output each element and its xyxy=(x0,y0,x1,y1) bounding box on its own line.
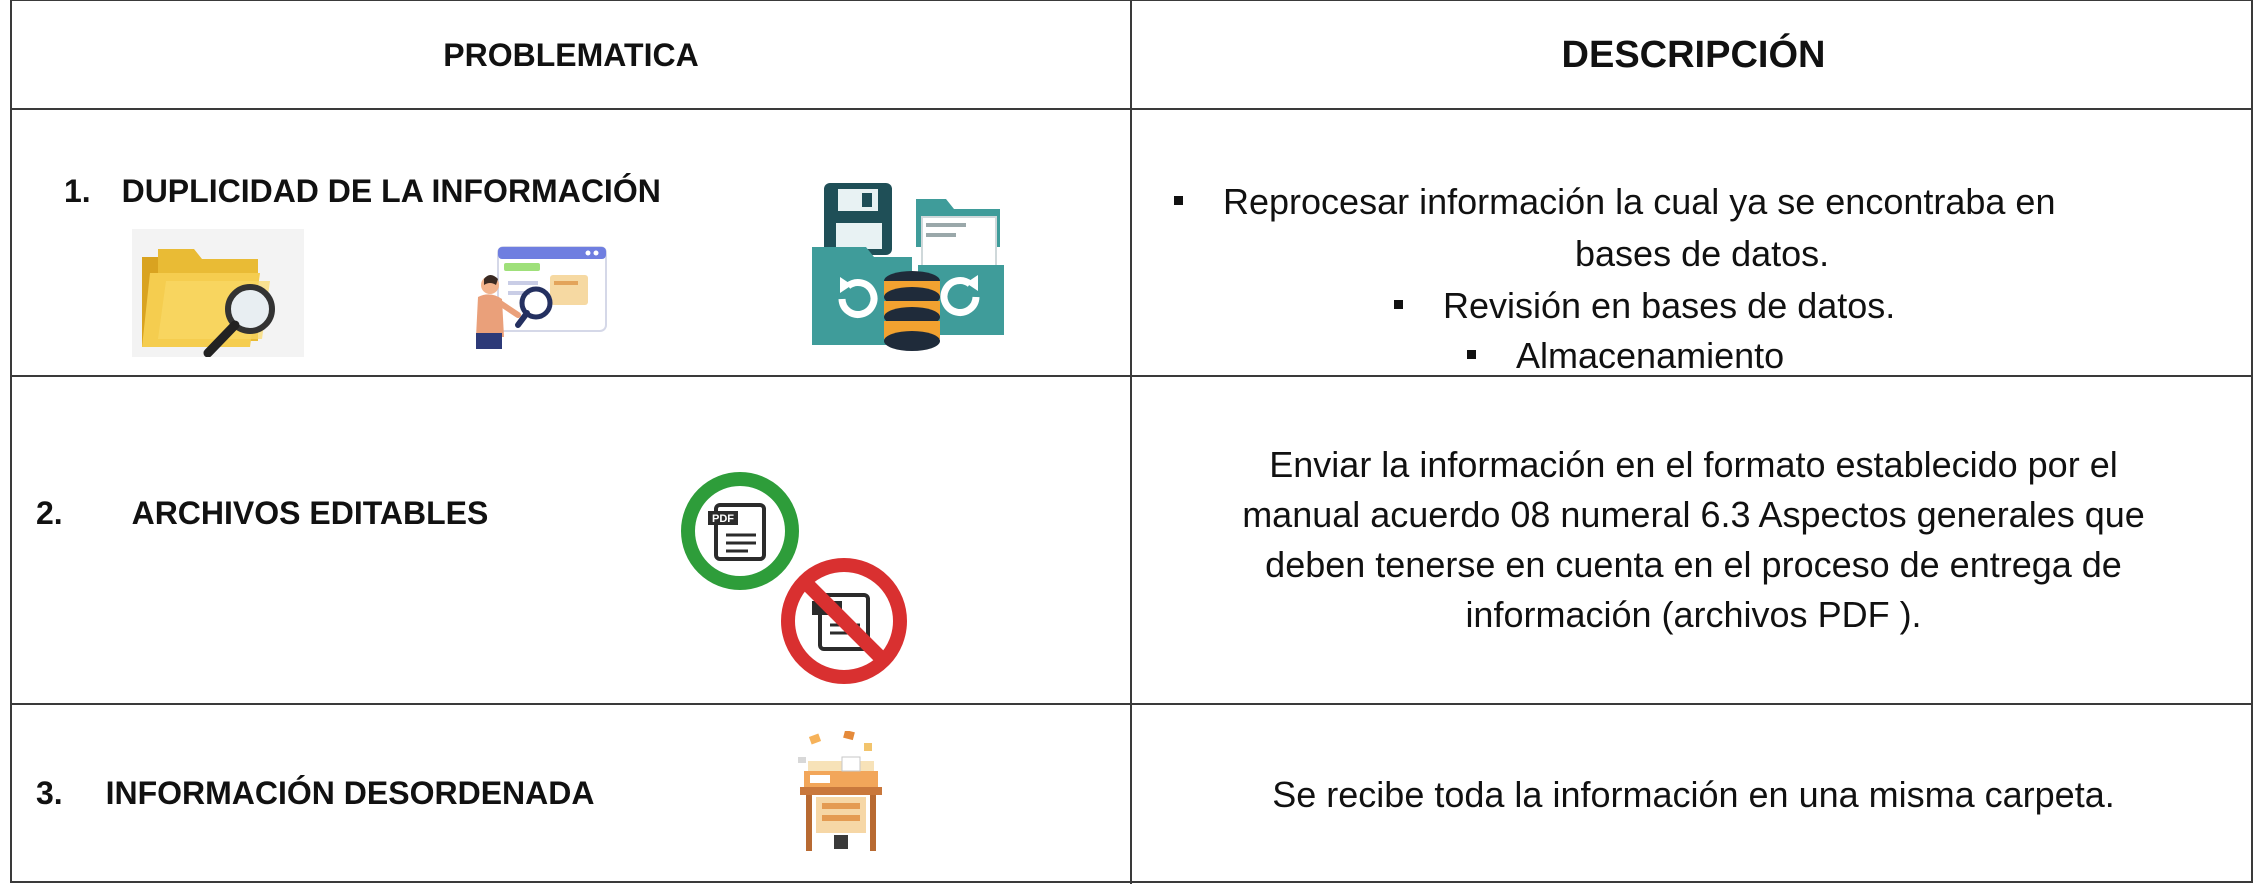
row-2-line-4: información (archivos PDF ). xyxy=(1465,594,1922,635)
column-divider xyxy=(1130,1,1132,884)
row-2-title-text: ARCHIVOS EDITABLES xyxy=(131,495,489,531)
pdf-forbidden-icon xyxy=(781,558,907,684)
row-2-number: 2. xyxy=(36,495,63,531)
svg-text:PDF: PDF xyxy=(712,513,734,525)
row-1-title: 1. DUPLICIDAD DE LA INFORMACIÓN xyxy=(64,173,661,210)
bullet-square-icon xyxy=(1467,349,1476,359)
pdf-allowed-icon: PDF xyxy=(681,472,799,590)
row-divider-2 xyxy=(12,703,2253,705)
row-2-title: 2. ARCHIVOS EDITABLES xyxy=(36,495,488,532)
problem-table: PROBLEMATICA DESCRIPCIÓN 1. DUPLICIDAD D… xyxy=(10,0,2253,884)
row-2-line-1: Enviar la información en el formato esta… xyxy=(1269,444,2118,485)
row-1-number: 1. xyxy=(64,173,91,209)
row-1-title-text: DUPLICIDAD DE LA INFORMACIÓN xyxy=(121,173,661,209)
row-1-bullet-1: Reprocesar información la cual ya se enc… xyxy=(1174,177,2055,227)
row-3-line-1: Se recibe toda la información en una mis… xyxy=(1272,773,2115,815)
row-divider-1 xyxy=(12,375,2253,377)
messy-desk-icon xyxy=(798,731,882,851)
row-3-title-text: INFORMACIÓN DESORDENADA xyxy=(105,775,595,811)
folder-database-icon xyxy=(812,183,1004,351)
bullet-square-icon xyxy=(1174,195,1183,205)
person-browser-search-icon xyxy=(476,246,607,349)
row-1-bullet-3: Almacenamiento xyxy=(1467,331,1784,381)
header-descripcion: DESCRIPCIÓN xyxy=(1561,33,1826,76)
row-3-title: 3. INFORMACIÓN DESORDENADA xyxy=(36,775,594,812)
folder-search-icon xyxy=(132,229,304,357)
pdf-icons: PDF xyxy=(681,472,907,684)
row-2-line-2: manual acuerdo 08 numeral 6.3 Aspectos g… xyxy=(1242,494,2145,535)
header-problematica: PROBLEMATICA xyxy=(443,36,699,73)
row-2-line-3: deben tenerse en cuenta en el proceso de… xyxy=(1265,544,2122,585)
row-1-bullet-1-continued: bases de datos. xyxy=(1575,233,1830,274)
bullet-square-icon xyxy=(1394,299,1403,309)
row-1-bullet-2: Revisión en bases de datos. xyxy=(1394,281,1895,331)
row-3-number: 3. xyxy=(36,775,63,811)
row-3-description: Se recibe toda la información en una mis… xyxy=(1132,705,2253,884)
row-divider-header xyxy=(12,108,2253,110)
row-2-description: Enviar la información en el formato esta… xyxy=(1132,377,2253,703)
